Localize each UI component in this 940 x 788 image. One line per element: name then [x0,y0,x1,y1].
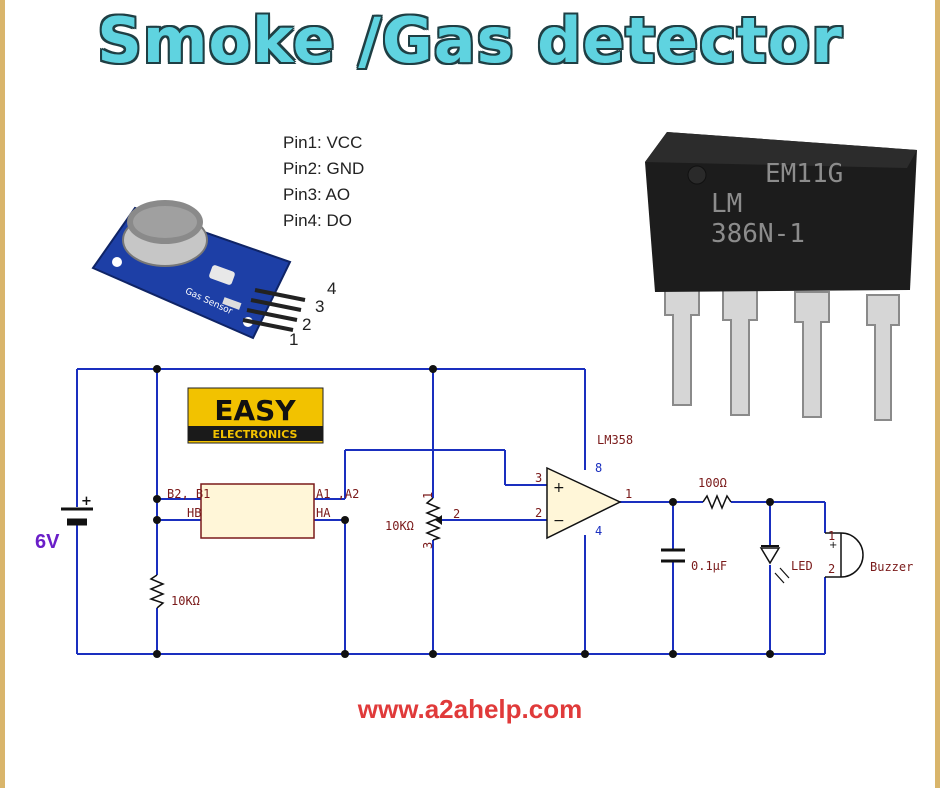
illustration: Gas Sensor 1 2 3 4 EM11G LM [35,132,917,658]
sensor-pin-number: 1 [289,330,298,349]
battery-symbol: + [61,494,93,526]
pin-list: Pin1: VCC Pin2: GND Pin3: AO Pin4: DO [283,130,364,234]
opamp-minus: − [553,513,565,529]
page: Smoke /Gas detector Pin1: VCC Pin2: GND … [5,0,935,788]
buzzer-symbol: + [825,532,864,578]
capacitor-label: 0.1µF [691,559,727,573]
opamp-pin-label: 2 [535,506,542,520]
easy-electronics-logo: EASY ELECTRONICS [187,387,324,444]
pot-pin-label: 1 [421,492,435,499]
sensor-pin-a-label: A1 ,A2 [316,487,359,501]
potentiometer-symbol [425,497,442,541]
sensor-pin-number: 2 [302,315,311,334]
pot-pin-label: 2 [453,507,460,521]
logo-bottom-text: ELECTRONICS [213,428,298,441]
sensor-pin-hb-label: HB [187,506,201,520]
ic-marking: EM11G [765,159,843,189]
sensor-pin-ha-label: HA [316,506,331,520]
pin-label: Pin4: DO [283,211,352,230]
pot-value-label: 10KΩ [385,519,414,533]
opamp-symbol [546,466,622,540]
resistor-symbol [702,494,732,510]
buzzer-pin-label: 1 [828,529,835,543]
opamp-pin-label: 8 [595,461,602,475]
ic-marking: LM [711,189,742,219]
ic-marking: 386N-1 [711,219,805,249]
sensor-pin-number: 4 [327,279,336,298]
sensor-pin-number: 3 [315,297,324,316]
pin-label: Pin3: AO [283,185,351,204]
logo-top-text: EASY [214,394,296,427]
opamp-name-label: LM358 [597,433,633,447]
led-label: LED [791,559,813,573]
opamp-pin-label: 4 [595,524,602,538]
svg-text:+: + [81,494,92,509]
junction-dots [153,365,774,658]
website-link[interactable]: www.a2ahelp.com [357,694,583,724]
resistor-bottom-label: 10KΩ [171,594,200,608]
pot-pin-label: 3 [421,542,435,549]
ic-chip: EM11G LM 386N-1 [645,132,917,421]
opamp-pin-label: 3 [535,471,542,485]
buzzer-pin-label: 2 [828,562,835,576]
page-title: Smoke /Gas detector [97,4,843,77]
potentiometer-wiper [435,515,442,525]
pin-label: Pin2: GND [283,159,365,178]
led-symbol [759,545,790,584]
circuit-wires [76,368,826,655]
opamp-plus: + [553,480,565,496]
resistor-symbol [148,574,165,609]
buzzer-label: Buzzer [870,560,913,574]
svg-text:+: + [829,540,837,551]
pin-label: Pin1: VCC [283,133,363,152]
capacitor-symbol [661,548,685,563]
resistor-out-label: 100Ω [698,476,727,490]
sensor-block [200,483,315,539]
gas-sensor-module: Gas Sensor 1 2 3 4 [91,200,336,349]
opamp-pin-label: 1 [625,487,632,501]
sensor-pin-b-label: B2, B1 [167,487,210,501]
battery-voltage-label: 6V [35,531,60,553]
